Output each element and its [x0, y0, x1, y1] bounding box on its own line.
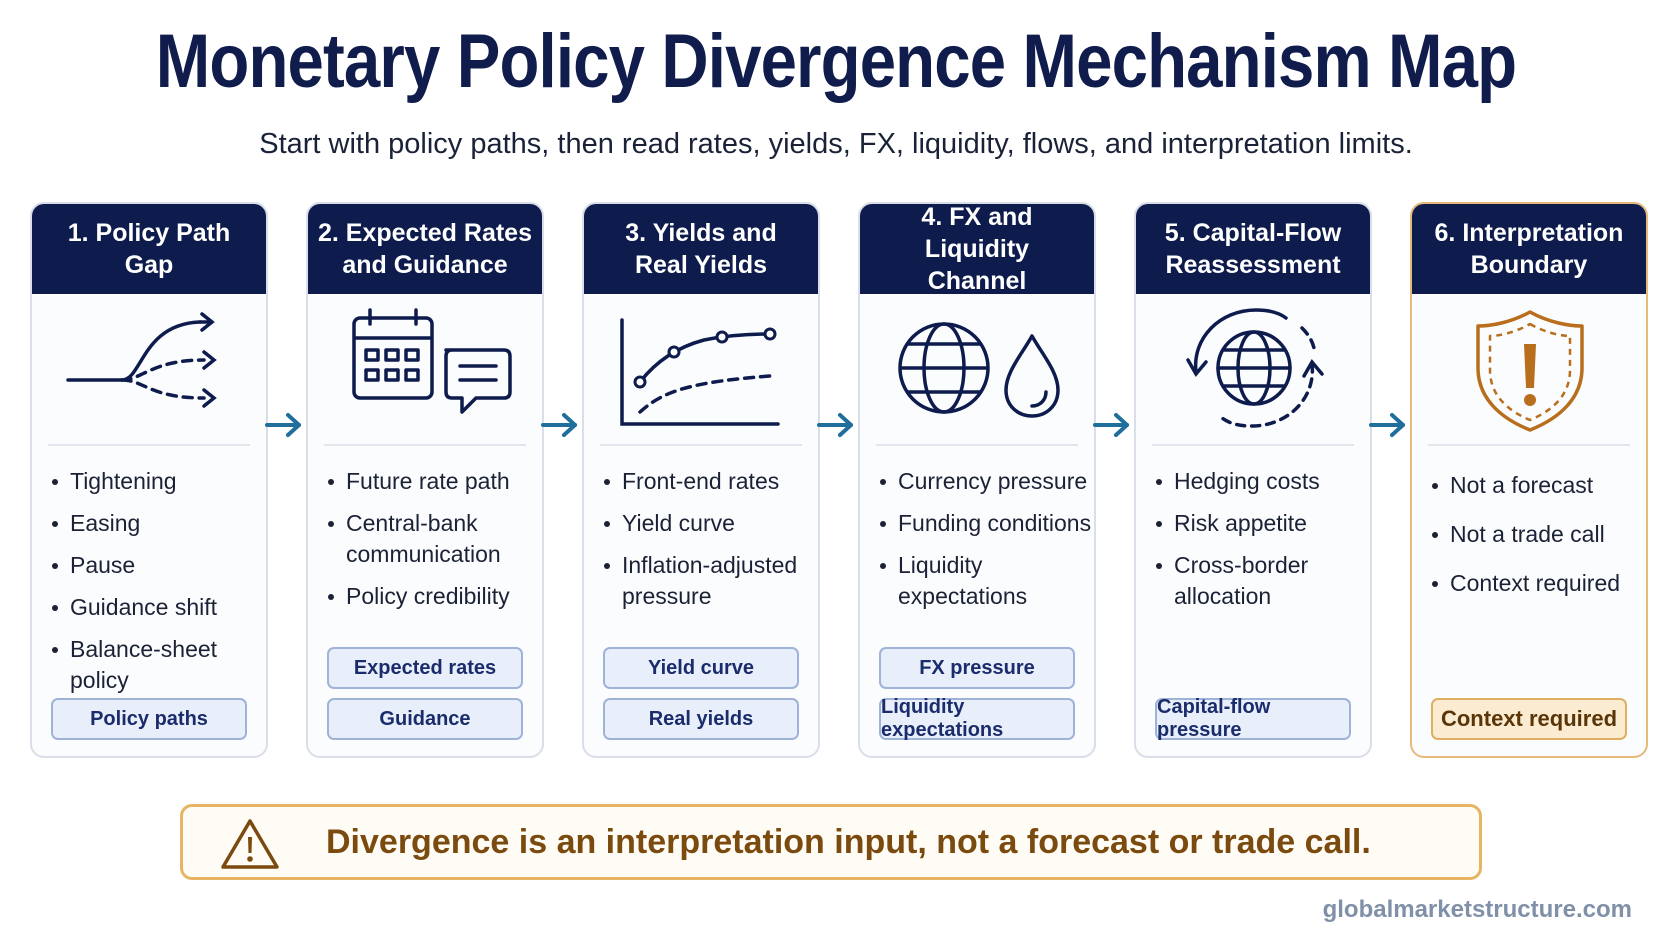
warning-triangle-icon	[221, 819, 279, 869]
list-item: Cross-border allocation	[1154, 550, 1370, 612]
card-heading: 1. Policy Path Gap	[32, 204, 266, 294]
tag-expected-rates: Expected rates	[327, 647, 523, 689]
list-item: Pause	[50, 550, 266, 581]
list-item: Central-bank communication	[326, 508, 542, 570]
card-divider	[324, 444, 526, 446]
card-policy-path-gap: 1. Policy Path Gap Tightening Easing Pau…	[30, 202, 268, 758]
card-divider	[1428, 444, 1630, 446]
card-heading: 4. FX and Liquidity Channel	[860, 204, 1094, 295]
list-item: Guidance shift	[50, 592, 266, 623]
list-item: Policy credibility	[326, 581, 542, 612]
shield-warning-icon	[1412, 294, 1646, 444]
tag-fx-pressure: FX pressure	[879, 647, 1075, 689]
tag-policy-paths: Policy paths	[51, 698, 247, 740]
card-divider	[48, 444, 250, 446]
card-list: Not a forecast Not a trade call Context …	[1412, 446, 1646, 599]
card-divider	[1152, 444, 1354, 446]
list-item: Liquidity expectations	[878, 550, 1094, 612]
card-interpretation-boundary: 6. Interpretation Boundary Not a forecas…	[1410, 202, 1648, 758]
card-heading: 2. Expected Rates and Guidance	[308, 204, 542, 294]
tag-capital-flow-pressure: Capital-flow pressure	[1155, 696, 1351, 741]
list-item: Not a trade call	[1430, 519, 1646, 550]
card-list: Tightening Easing Pause Guidance shift B…	[32, 446, 266, 696]
yield-curve-chart-icon	[584, 294, 818, 444]
list-item: Risk appetite	[1154, 508, 1370, 539]
footer-url[interactable]: globalmarketstructure.com	[1322, 896, 1632, 923]
card-heading: 6. Interpretation Boundary	[1412, 204, 1646, 294]
flow-arrow-icon	[817, 413, 853, 437]
flow-arrow-icon	[1369, 413, 1405, 437]
flow-arrow-icon	[541, 413, 577, 437]
tag-liquidity-expectations: Liquidity expectations	[879, 696, 1075, 741]
tag-guidance: Guidance	[327, 698, 523, 740]
page-subtitle: Start with policy paths, then read rates…	[259, 128, 1413, 160]
banner-text: Divergence is an interpretation input, n…	[326, 823, 1371, 861]
list-item: Not a forecast	[1430, 470, 1646, 501]
globe-droplet-icon	[860, 294, 1094, 444]
list-item: Inflation-adjusted pressure	[602, 550, 818, 612]
tag-context-required: Context required	[1431, 698, 1627, 740]
list-item: Currency pressure	[878, 466, 1094, 497]
card-list: Currency pressure Funding conditions Liq…	[860, 446, 1094, 612]
card-fx-liquidity: 4. FX and Liquidity Channel Currency pre…	[858, 202, 1096, 758]
list-item: Easing	[50, 508, 266, 539]
list-item: Tightening	[50, 466, 266, 497]
card-divider	[600, 444, 802, 446]
calendar-speech-icon	[308, 294, 542, 444]
page-title: Monetary Policy Divergence Mechanism Map	[155, 19, 1517, 104]
list-item: Hedging costs	[1154, 466, 1370, 497]
list-item: Context required	[1430, 568, 1646, 599]
globe-cycle-icon	[1136, 294, 1370, 444]
card-heading: 3. Yields and Real Yields	[584, 204, 818, 294]
card-list: Future rate path Central-bank communicat…	[308, 446, 542, 612]
disclaimer-banner: Divergence is an interpretation input, n…	[180, 804, 1482, 880]
card-heading: 5. Capital-Flow Reassessment	[1136, 204, 1370, 294]
list-item: Funding conditions	[878, 508, 1094, 539]
tag-yield-curve: Yield curve	[603, 647, 799, 689]
card-divider	[876, 444, 1078, 446]
card-expected-rates: 2. Expected Rates and Guidance Future ra…	[306, 202, 544, 758]
card-list: Front-end rates Yield curve Inflation-ad…	[584, 446, 818, 612]
flow-arrow-icon	[1093, 413, 1129, 437]
flow-arrow-icon	[265, 413, 301, 437]
list-item: Yield curve	[602, 508, 818, 539]
card-list: Hedging costs Risk appetite Cross-border…	[1136, 446, 1370, 612]
list-item: Future rate path	[326, 466, 542, 497]
card-yields: 3. Yields and Real Yields Front-end rate…	[582, 202, 820, 758]
tag-real-yields: Real yields	[603, 698, 799, 740]
branching-paths-icon	[32, 294, 266, 444]
list-item: Front-end rates	[602, 466, 818, 497]
list-item: Balance-sheet policy	[50, 634, 266, 696]
card-capital-flow: 5. Capital-Flow Reassessment Hedging cos…	[1134, 202, 1372, 758]
